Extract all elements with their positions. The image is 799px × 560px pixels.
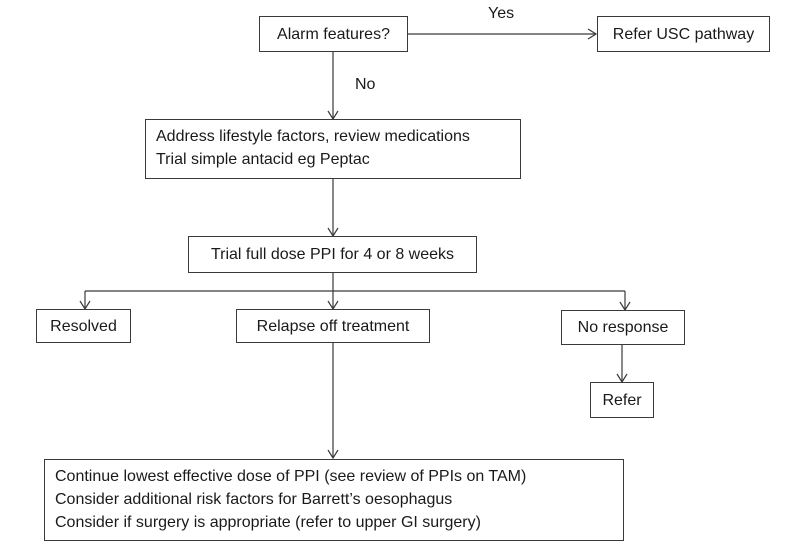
node-continue: Continue lowest effective dose of PPI (s… [44,459,624,541]
node-lifestyle-line: Address lifestyle factors, review medica… [156,128,470,145]
node-lifestyle-line: Trial simple antacid eg Peptac [156,151,370,168]
node-alarm-features: Alarm features? [259,16,408,52]
node-continue-line: Continue lowest effective dose of PPI (s… [55,468,527,485]
edge-label-yes: Yes [488,5,515,22]
node-relapse-text: Relapse off treatment [256,317,410,335]
node-lifestyle: Address lifestyle factors, review medica… [145,119,521,179]
node-continue-line: Consider if surgery is appropriate (refe… [55,514,481,531]
node-resolved-text: Resolved [50,317,117,335]
node-continue-line: Consider additional risk factors for Bar… [55,491,453,508]
node-resolved: Resolved [36,309,131,343]
node-refer: Refer [590,382,654,418]
node-no-response-text: No response [577,319,669,336]
edge-label-no: No [355,76,376,93]
node-ppi-trial: Trial full dose PPI for 4 or 8 weeks [188,236,477,273]
arrowhead-yes [587,28,598,40]
arrowhead-continue [327,449,339,460]
node-alarm-features-text: Alarm features? [277,25,390,43]
node-ppi-trial-text: Trial full dose PPI for 4 or 8 weeks [210,246,455,263]
node-refer-usc-pathway-text: Refer USC pathway [612,25,755,43]
node-refer-usc-pathway: Refer USC pathway [597,16,770,52]
node-relapse: Relapse off treatment [236,309,430,343]
node-refer-text: Refer [602,391,642,409]
node-no-response: No response [561,310,685,345]
